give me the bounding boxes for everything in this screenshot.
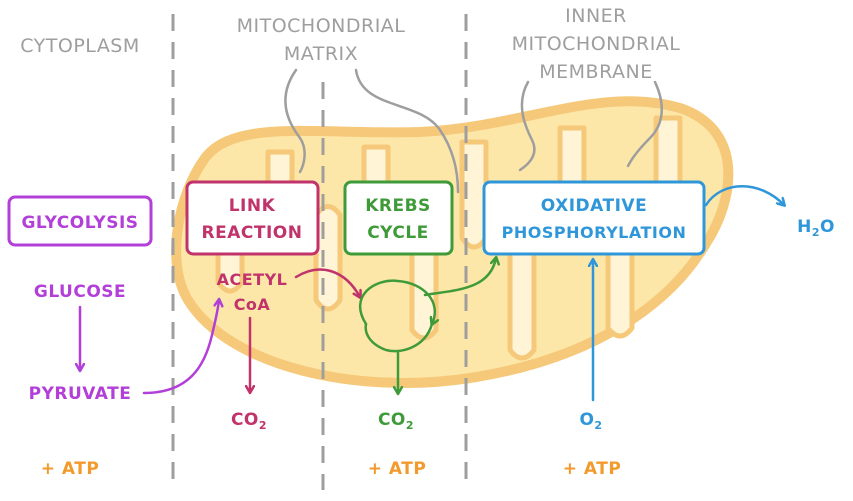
link-reaction-label-line1: LINK xyxy=(229,196,276,216)
membrane-label-line3: MEMBRANE xyxy=(539,61,652,83)
region-dividers xyxy=(171,14,468,490)
acetyl-to-krebs-arrow xyxy=(294,268,360,297)
pyruvate-label: PYRUVATE xyxy=(29,384,132,404)
matrix-label-line2: MATRIX xyxy=(284,43,358,65)
link-reaction-box xyxy=(185,180,320,256)
membrane-label-line1: INNER xyxy=(565,5,627,27)
acetyl-label-line1: ACETYL xyxy=(217,270,288,289)
o2-label: O2 xyxy=(579,410,602,432)
link-co2-label: CO2 xyxy=(231,410,267,432)
crista-3 xyxy=(313,204,343,312)
krebs-co2-label: CO2 xyxy=(378,410,414,432)
glycolysis-label: GLYCOLYSIS xyxy=(21,213,138,233)
link-reaction-label-line2: REACTION xyxy=(202,223,303,243)
krebs-cycle-label-line2: CYCLE xyxy=(367,223,429,243)
atp-oxidative: + ATP xyxy=(563,459,622,479)
h2o-label: H2O xyxy=(797,217,835,239)
atp-glycolysis: + ATP xyxy=(41,459,100,479)
oxidative-phosphorylation-box xyxy=(482,180,706,256)
pyruvate-to-acetyl-arrow xyxy=(142,300,219,395)
glycolysis-box xyxy=(7,195,153,247)
matrix-label-line1: MITOCHONDRIAL xyxy=(237,15,406,37)
membrane-leader-left xyxy=(518,80,536,172)
krebs-cycle-label-line1: KREBS xyxy=(365,196,431,216)
membrane-label-line2: MITOCHONDRIAL xyxy=(512,33,681,55)
glucose-label: GLUCOSE xyxy=(34,282,126,302)
cytoplasm-label: CYTOPLASM xyxy=(20,35,140,57)
oxidative-label-line1: OXIDATIVE xyxy=(541,196,647,216)
matrix-leader-left xyxy=(284,68,306,174)
krebs-cycle-box xyxy=(343,180,454,256)
krebs-cycle-loop xyxy=(358,279,435,324)
krebs-cycle-loop-lower xyxy=(364,322,434,353)
crista-7 xyxy=(507,239,537,361)
krebs-to-oxidative-arrow xyxy=(423,258,496,297)
leader-lines xyxy=(284,68,663,194)
matrix-leader-right xyxy=(354,68,460,194)
membrane-leader-right xyxy=(626,80,663,168)
oxidative-label-line2: PHOSPHORYLATION xyxy=(502,223,687,242)
acetyl-label-line2: CoA xyxy=(234,295,271,314)
oxidative-to-h2o-arrow xyxy=(704,185,784,205)
atp-krebs: + ATP xyxy=(368,459,427,479)
